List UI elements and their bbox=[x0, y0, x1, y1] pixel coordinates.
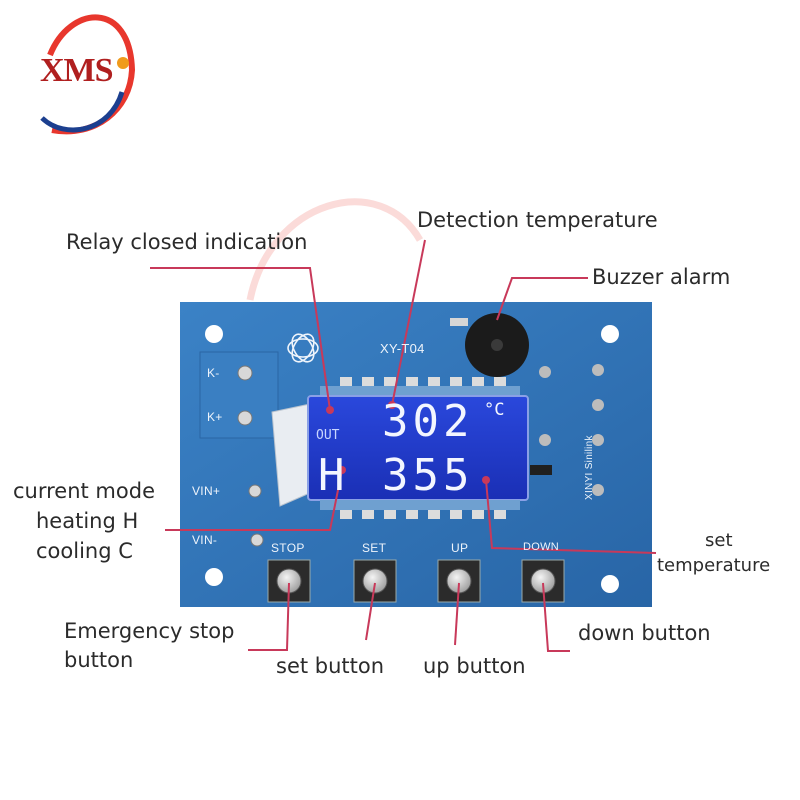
switch-down[interactable] bbox=[521, 559, 565, 603]
via bbox=[592, 484, 604, 496]
button-label-up: UP bbox=[451, 541, 469, 555]
button-label-stop: STOP bbox=[271, 541, 305, 555]
via bbox=[539, 366, 551, 378]
button-label-set: SET bbox=[362, 541, 387, 555]
buzzer-port bbox=[491, 339, 503, 351]
callout-mode-line1: current mode bbox=[13, 479, 155, 503]
callout-stop-line2: button bbox=[64, 648, 134, 672]
lcd-out-indicator: OUT bbox=[316, 428, 340, 443]
mount-hole bbox=[205, 325, 223, 343]
lcd-pins-bottom bbox=[340, 510, 506, 519]
lcd-set-value: 355 bbox=[382, 450, 474, 501]
callout-detection: Detection temperature bbox=[417, 208, 658, 232]
callout-buzzer: Buzzer alarm bbox=[592, 265, 731, 289]
logo-swoosh-inner bbox=[40, 91, 125, 133]
via bbox=[539, 434, 551, 446]
board-brand: XINYI Sinilink bbox=[584, 435, 595, 500]
callout-relay: Relay closed indication bbox=[66, 230, 308, 254]
terminal-screw bbox=[250, 533, 264, 547]
lcd-strip-top bbox=[320, 386, 520, 396]
terminal-label-vin-minus: VIN- bbox=[192, 533, 218, 547]
lcd-strip-bottom bbox=[320, 500, 520, 510]
terminal-screw bbox=[237, 365, 253, 381]
smd-part bbox=[450, 318, 468, 326]
lcd-detection-value: 302 bbox=[382, 396, 474, 447]
callout-dot-mode bbox=[338, 466, 346, 474]
terminal-screw bbox=[248, 484, 262, 498]
callout-lines bbox=[150, 239, 657, 652]
via bbox=[592, 434, 604, 446]
lcd-mode-letter: H bbox=[318, 450, 345, 501]
xinyi-logo-icon bbox=[287, 333, 319, 363]
lcd-pins-top bbox=[340, 377, 506, 386]
xms-watermark bbox=[246, 198, 424, 301]
callout-mode-line3: cooling C bbox=[36, 539, 133, 563]
button-label-down: DOWN bbox=[523, 541, 560, 553]
callout-mode-line2: heating H bbox=[36, 509, 139, 533]
callout-down-button: down button bbox=[578, 621, 711, 645]
via bbox=[592, 364, 604, 376]
board-model: XY-T04 bbox=[380, 341, 425, 356]
mount-hole bbox=[601, 575, 619, 593]
callout-dot-set-temp bbox=[482, 476, 490, 484]
callout-set-temp-line1: set bbox=[705, 530, 733, 551]
logo-dot bbox=[117, 57, 129, 69]
lcd-unit: °C bbox=[484, 400, 505, 420]
terminal-label-k-plus: K+ bbox=[207, 410, 223, 424]
terminal-screw bbox=[237, 410, 253, 426]
switch-set[interactable] bbox=[353, 559, 397, 603]
via bbox=[592, 399, 604, 411]
smd-chip bbox=[530, 465, 552, 475]
callout-dot-relay bbox=[326, 406, 334, 414]
callout-set-temp-line2: temperature bbox=[657, 555, 771, 576]
mount-hole bbox=[205, 568, 223, 586]
terminal-block bbox=[199, 351, 279, 439]
terminal-label-k-minus: K- bbox=[207, 366, 220, 380]
mount-hole bbox=[601, 325, 619, 343]
terminal-label-vin-plus: VIN+ bbox=[192, 484, 221, 498]
logo-text: XMS bbox=[40, 52, 114, 89]
callout-dot-detection bbox=[388, 401, 396, 409]
callout-stop-line1: Emergency stop bbox=[64, 619, 235, 643]
callout-set-button: set button bbox=[276, 654, 385, 678]
callout-up-button: up button bbox=[423, 654, 526, 678]
